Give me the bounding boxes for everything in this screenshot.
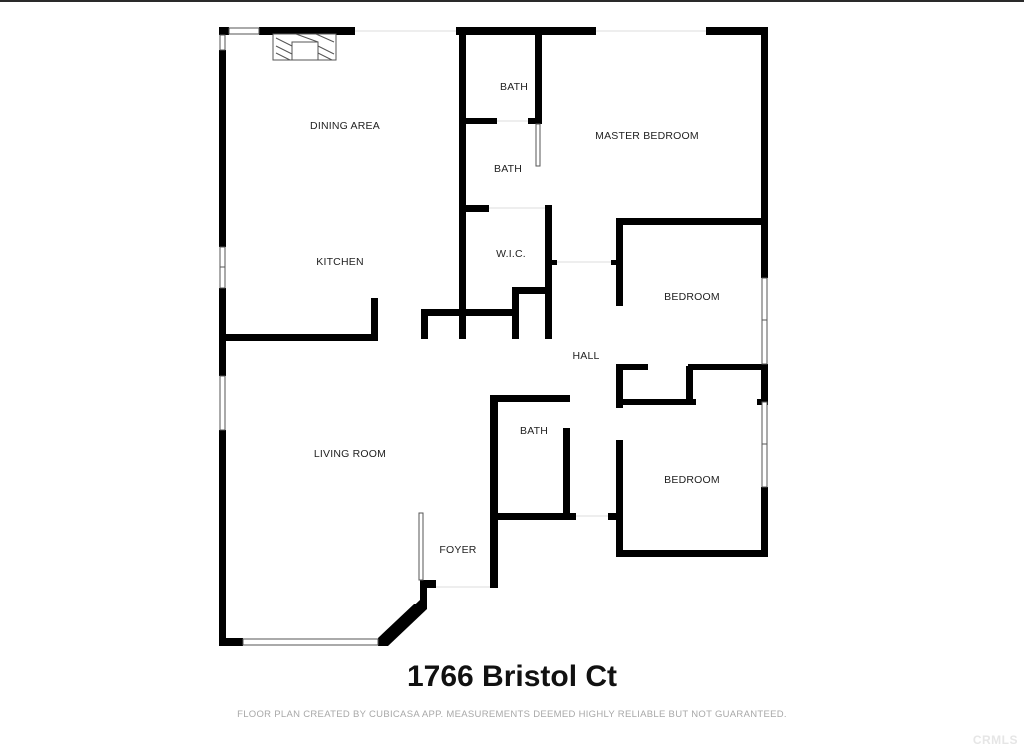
fireplace-icon bbox=[272, 33, 337, 61]
room-label-foyer: FOYER bbox=[439, 544, 477, 556]
room-label-hall: HALL bbox=[572, 350, 600, 362]
room-label-bath-3: BATH bbox=[519, 425, 549, 437]
room-label-master-bedroom: MASTER BEDROOM bbox=[595, 130, 699, 142]
room-label-bedroom-2: BEDROOM bbox=[664, 474, 720, 486]
windows bbox=[219, 27, 768, 646]
room-label-kitchen: KITCHEN bbox=[316, 256, 364, 268]
room-label-bath-1: BATH bbox=[499, 81, 529, 93]
watermark: CRMLS bbox=[972, 733, 1018, 747]
top-border bbox=[0, 0, 1024, 2]
room-label-bedroom-1: BEDROOM bbox=[664, 291, 720, 303]
room-label-dining-area: DINING AREA bbox=[310, 120, 380, 132]
room-label-bath-2: BATH bbox=[493, 163, 523, 175]
disclaimer-text: FLOOR PLAN CREATED BY CUBICASA APP. MEAS… bbox=[237, 709, 787, 720]
room-label-wic: W.I.C. bbox=[496, 248, 526, 260]
address-title: 1766 Bristol Ct bbox=[406, 660, 618, 693]
openings bbox=[355, 30, 706, 588]
room-label-living-room: LIVING ROOM bbox=[313, 448, 387, 460]
walls bbox=[219, 27, 768, 646]
